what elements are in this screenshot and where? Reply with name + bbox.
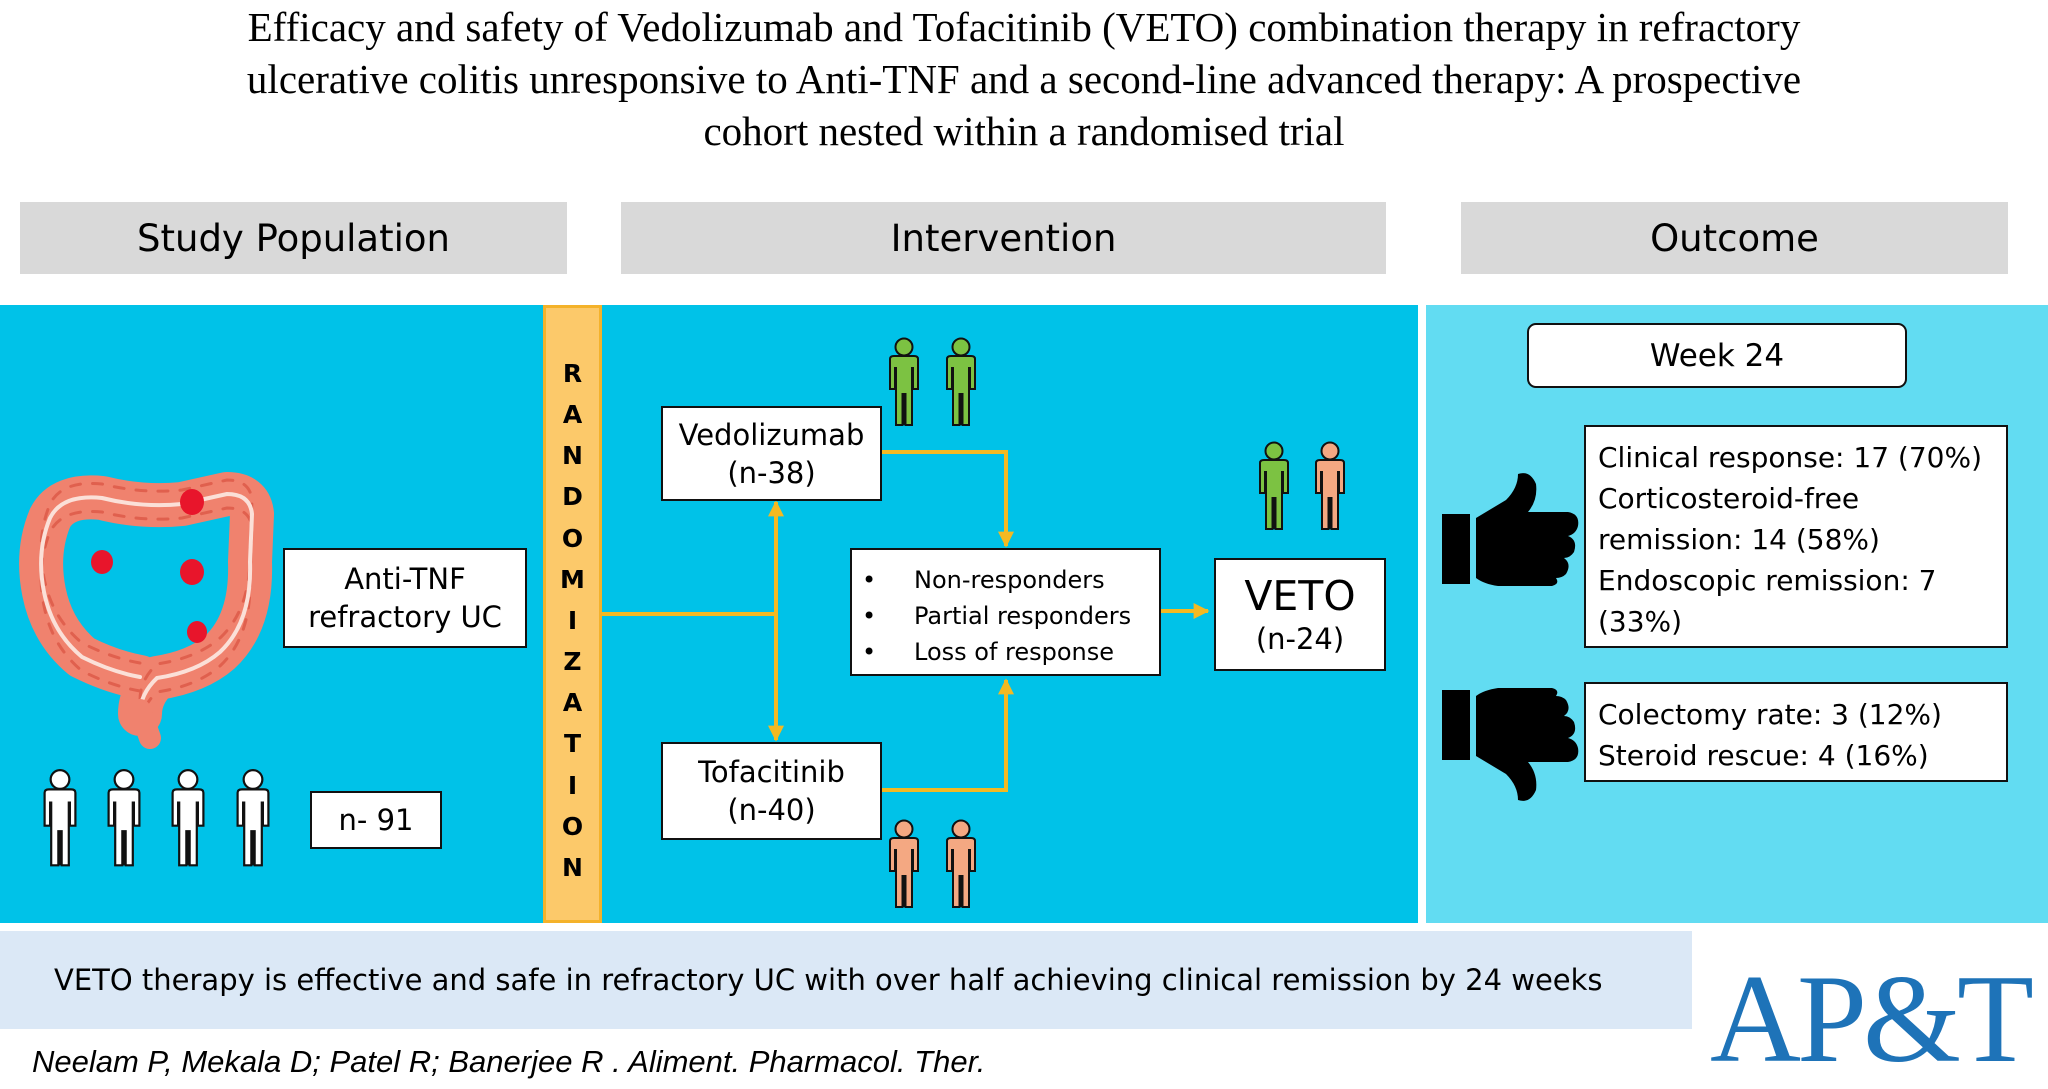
randomization-letter: N (562, 852, 583, 882)
person-icon (1314, 441, 1346, 531)
timepoint-box: Week 24 (1527, 323, 1907, 388)
person-icon (945, 337, 977, 427)
outcome-line: Endoscopic remission: 7 (1598, 564, 1937, 597)
condition-line: Anti-TNF (344, 562, 466, 596)
journal-logo: AP&T (1709, 950, 2034, 1089)
outcome-line: Corticosteroid-free (1598, 482, 1860, 515)
randomization-letter: Z (563, 647, 582, 677)
nonresponse-criteria-box: •Non-responders •Partial responders •Los… (850, 548, 1161, 676)
arm-name: Tofacitinib (698, 755, 845, 789)
outcome-line: Steroid rescue: 4 (16%) (1598, 739, 1929, 772)
title-line: ulcerative colitis unresponsive to Anti-… (246, 56, 1802, 102)
randomization-letter: A (562, 688, 583, 718)
criteria-item: •Partial responders (862, 602, 1132, 630)
criteria-item: •Loss of response (862, 638, 1115, 666)
condition-box: Anti-TNF refractory UC (283, 548, 527, 648)
arm-name: Vedolizumab (678, 417, 865, 452)
arm-count: (n-40) (727, 793, 816, 827)
positive-outcomes-box: Clinical response: 17 (70%) Corticostero… (1584, 425, 2008, 648)
conclusion-banner: VETO therapy is effective and safe in re… (0, 931, 1692, 1029)
veto-count: (n-24) (1255, 621, 1345, 656)
outcome-line: Colectomy rate: 3 (12%) (1598, 698, 1942, 731)
connector-arrow (882, 450, 1014, 548)
randomization-letter: D (562, 482, 583, 512)
citation: Neelam P, Mekala D; Patel R; Banerjee R … (32, 1044, 986, 1079)
population-count: n- 91 (338, 803, 414, 837)
person-icon (1258, 441, 1290, 531)
person-icon (888, 819, 920, 909)
person-icon (888, 337, 920, 427)
vedolizumab-arm-box: Vedolizumab (n-38) (661, 406, 882, 501)
outcome-line: remission: 14 (58%) (1598, 523, 1880, 556)
outcome-line: (33%) (1598, 605, 1683, 638)
veto-box: VETO (n-24) (1214, 558, 1386, 671)
outcome-line: Clinical response: 17 (70%) (1598, 441, 1982, 474)
randomization-letter: R (562, 359, 583, 388)
arm-count: (n-38) (727, 455, 816, 490)
randomization-letter: O (561, 523, 584, 553)
tofacitinib-arm-box: Tofacitinib (n-40) (661, 742, 882, 840)
criteria-item: •Non-responders (862, 566, 1105, 594)
randomization-letter: M (560, 564, 585, 594)
randomization-letter: I (567, 605, 578, 635)
randomization-letter: A (562, 400, 583, 430)
thumbs-down-icon (1442, 688, 1579, 801)
title-line: cohort nested within a randomised trial (703, 108, 1345, 154)
condition-line: refractory UC (308, 600, 502, 634)
title-line: Efficacy and safety of Vedolizumab and T… (247, 4, 1801, 50)
connector-arrow (882, 678, 1014, 792)
randomization-bar: R A N D O M I Z A T I O N (543, 305, 602, 923)
page-title: Efficacy and safety of Vedolizumab and T… (0, 0, 2048, 157)
colon-icon (19, 472, 274, 749)
header-study-population: Study Population (20, 202, 567, 274)
veto-name: VETO (1244, 571, 1356, 620)
randomization-letter: N (562, 441, 583, 471)
randomization-letter: T (563, 729, 582, 759)
header-intervention: Intervention (621, 202, 1386, 274)
population-count-box: n- 91 (310, 791, 442, 849)
negative-outcomes-box: Colectomy rate: 3 (12%) Steroid rescue: … (1584, 682, 2008, 782)
randomization-letter: O (561, 811, 584, 841)
header-outcome: Outcome (1461, 202, 2008, 274)
randomization-letter: I (567, 770, 578, 800)
person-icon (945, 819, 977, 909)
thumbs-up-icon (1442, 473, 1579, 586)
